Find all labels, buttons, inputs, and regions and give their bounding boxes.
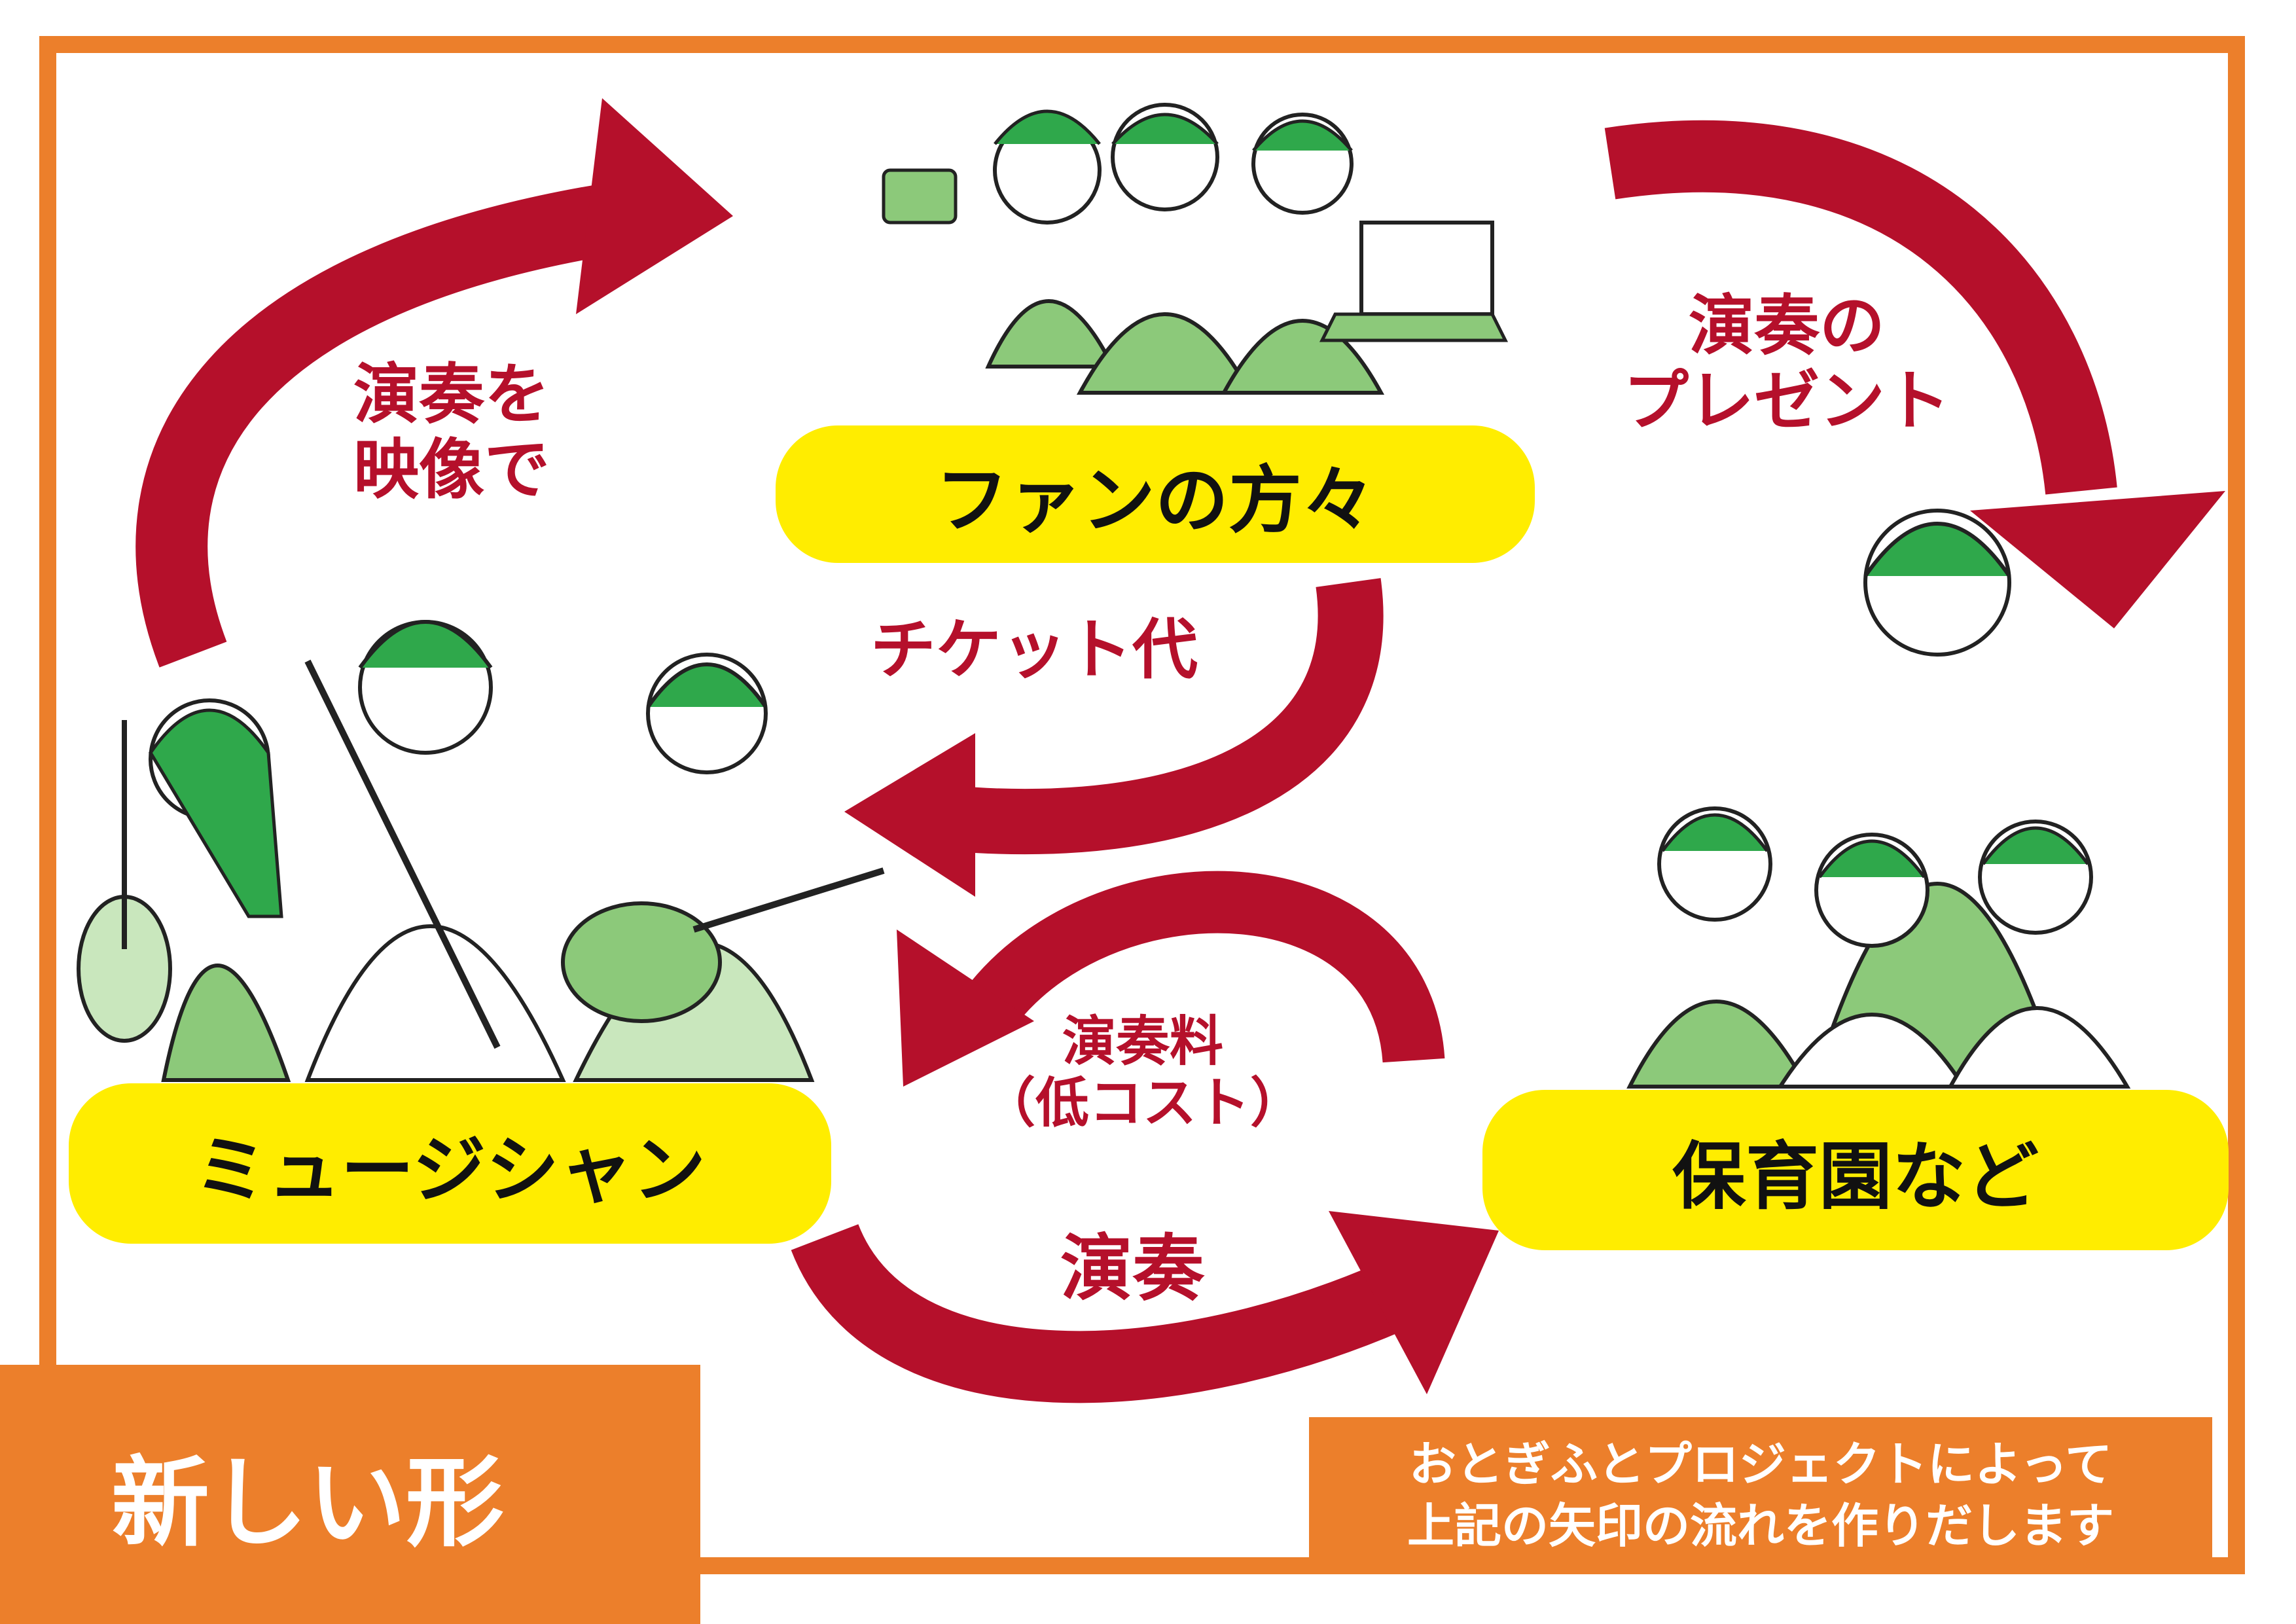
project-note-line1: おとぎふとプロジェクトによって bbox=[1408, 1437, 2113, 1492]
arrow-ticket-to-musicians bbox=[844, 578, 1384, 897]
flow-label-fee-line1: 演奏料 bbox=[1062, 1011, 1224, 1073]
flow-label-present-line1: 演奏の bbox=[1689, 287, 1885, 364]
arrow-video-to-fans bbox=[135, 98, 733, 668]
flow-label-video-line2: 映像で bbox=[353, 431, 550, 508]
flow-label-present-line2: プレゼント bbox=[1623, 363, 1950, 439]
flow-label-present: 演奏の プレゼント bbox=[1623, 288, 1950, 439]
title-badge-text: 新しい形 bbox=[111, 1446, 505, 1561]
title-badge: 新しい形 bbox=[0, 1365, 700, 1624]
node-nursery-label: 保育園など bbox=[1672, 1134, 2039, 1219]
flow-label-video: 演奏を 映像で bbox=[353, 357, 550, 507]
arrow-performance-to-nursery bbox=[791, 1211, 1499, 1403]
node-fans: ファンの方々 bbox=[776, 425, 1535, 563]
project-note-line2: 上記の矢印の流れを作りだします bbox=[1407, 1498, 2114, 1553]
flow-label-ticket-text: チケット代 bbox=[870, 611, 1198, 688]
flow-label-performance-text: 演奏 bbox=[1060, 1227, 1204, 1310]
flow-label-performance: 演奏 bbox=[1060, 1227, 1204, 1310]
node-musicians: ミュージシャン bbox=[69, 1083, 831, 1244]
people-group-icon bbox=[882, 103, 1509, 395]
node-musicians-label: ミュージシャン bbox=[194, 1127, 706, 1213]
node-nursery: 保育園など bbox=[1482, 1090, 2229, 1250]
arrow-fee-to-musicians bbox=[897, 871, 1445, 1087]
project-note: おとぎふとプロジェクトによって 上記の矢印の流れを作りだします bbox=[1309, 1417, 2212, 1574]
musicians-group-icon bbox=[77, 620, 885, 1082]
arrow-present-to-nursery bbox=[1604, 120, 2225, 628]
flow-label-video-line1: 演奏を bbox=[353, 356, 550, 433]
flow-label-fee-line2: （低コスト） bbox=[982, 1072, 1304, 1135]
flow-label-fee: 演奏料 （低コスト） bbox=[982, 1011, 1304, 1135]
caregiver-children-icon bbox=[1626, 509, 2131, 1089]
node-fans-label: ファンの方々 bbox=[935, 458, 1375, 543]
flow-label-ticket: チケット代 bbox=[870, 612, 1198, 687]
